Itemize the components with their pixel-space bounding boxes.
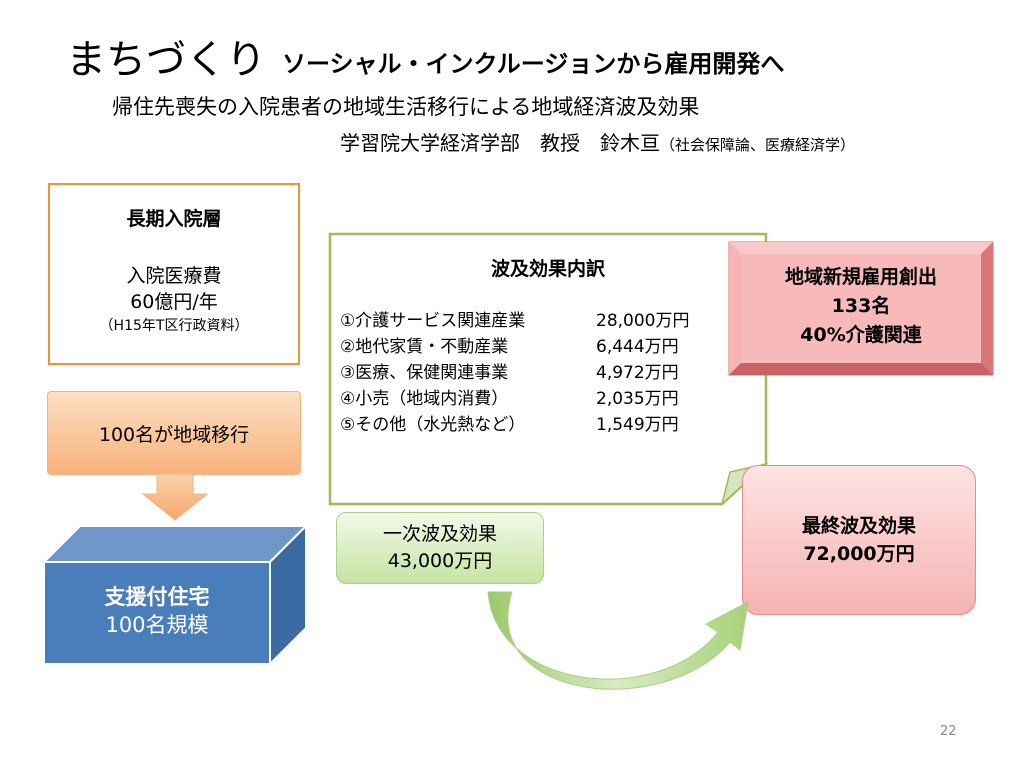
breakdown-title: 波及効果内訳 [490,258,605,280]
employment-bevel-shape [728,241,994,376]
longterm-inpatient-box: 長期入院層 入院医療費 60億円/年 （H15年T区行政資料） [48,183,300,365]
longterm-source: （H15年T区行政資料） [99,318,249,334]
employment-line1: 地域新規雇用創出 [784,266,937,288]
breakdown-item-value: 1,549万円 [596,415,679,435]
slide-title: まちづくり [66,37,266,83]
breakdown-item: ③医療、保健関連事業 4,972万円 [340,360,689,386]
final-effect-label: 最終波及効果 [801,515,916,537]
housing-scale: 100名規模 [105,613,209,637]
breakdown-item-label: ①介護サービス関連産業 [340,311,526,331]
final-effect-value: 72,000万円 [803,543,915,565]
breakdown-item-label: ⑤その他（水光熱など） [340,415,526,435]
breakdown-item: ⑤その他（水光熱など） 1,549万円 [340,412,689,438]
housing-title: 支援付住宅 [104,585,210,609]
supportive-housing-box: 支援付住宅 100名規模 [44,526,306,664]
breakdown-callout: 波及効果内訳 ①介護サービス関連産業 28,000万円 ②地代家賃・不動産業 6,4… [328,232,768,508]
breakdown-item-label: ③医療、保健関連事業 [340,363,509,383]
author-name: 学習院大学経済学部 教授 鈴木亘 [340,131,660,155]
community-transfer-label: 100名が地域移行 [98,423,250,446]
longterm-title: 長期入院層 [126,208,222,230]
breakdown-item-label: ④小売（地域内消費） [340,389,509,409]
primary-effect-box: 一次波及効果 43,000万円 [336,512,544,584]
author-note: （社会保障論、医療経済学） [660,136,856,154]
slide-subtitle: 帰住先喪失の入院患者の地域生活移行による地域経済波及効果 [112,95,700,119]
longterm-cost-value: 60億円/年 [130,291,218,313]
breakdown-list: ①介護サービス関連産業 28,000万円 ②地代家賃・不動産業 6,444万円 ③医… [340,308,689,438]
slide-title-sub: ソーシャル・インクルージョンから雇用開発へ [282,50,785,78]
breakdown-item: ④小売（地域内消費） 2,035万円 [340,386,689,412]
breakdown-item-value: 28,000万円 [596,311,690,331]
primary-effect-value: 43,000万円 [387,550,493,572]
community-transfer-box: 100名が地域移行 [47,391,301,475]
breakdown-item-label: ②地代家賃・不動産業 [340,337,509,357]
down-arrow [141,474,209,521]
breakdown-item: ①介護サービス関連産業 28,000万円 [340,308,689,334]
breakdown-item-value: 6,444万円 [596,337,679,357]
page-number: 22 [940,724,957,739]
author-line: 学習院大学経済学部 教授 鈴木亘（社会保障論、医療経済学） [340,128,855,160]
curved-arrow [487,591,749,690]
primary-effect-label: 一次波及効果 [382,523,497,545]
final-effect-box: 最終波及効果 72,000万円 [742,465,976,615]
breakdown-item-value: 2,035万円 [596,389,679,409]
employment-line3: 40%介護関連 [800,324,922,346]
employment-creation-box: 地域新規雇用創出 133名 40%介護関連 [728,241,994,376]
breakdown-item-value: 4,972万円 [596,363,679,383]
breakdown-item: ②地代家賃・不動産業 6,444万円 [340,334,689,360]
longterm-cost-label: 入院医療費 [126,265,222,287]
housing-cube-shape [44,526,306,664]
employment-line2: 133名 [831,295,891,317]
